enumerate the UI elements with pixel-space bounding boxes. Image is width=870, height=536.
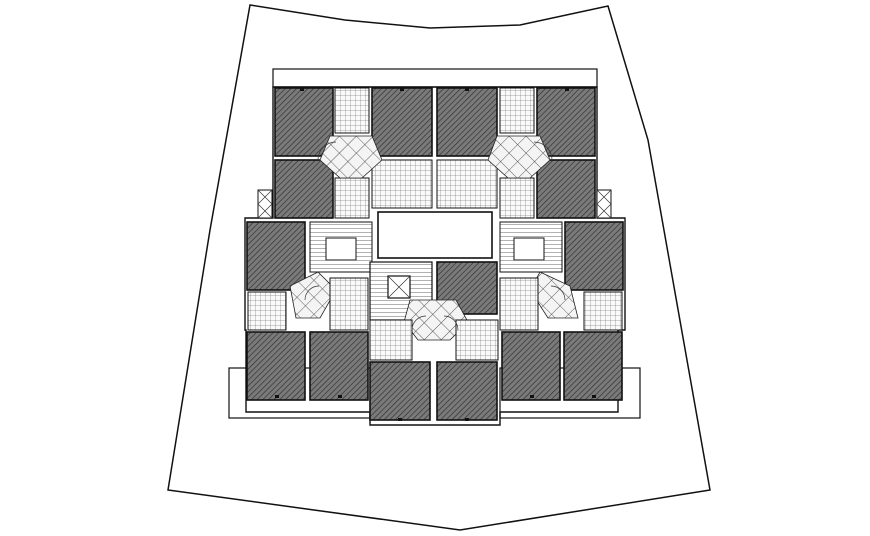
central-courtyard bbox=[377, 211, 493, 259]
room-living-ul bbox=[274, 159, 334, 219]
bathroom-ur bbox=[499, 87, 535, 134]
room-bedroom-tr-1 bbox=[536, 87, 596, 157]
room-lower-1 bbox=[246, 331, 306, 401]
bathroom-ul bbox=[334, 87, 370, 134]
room-bedroom-tl-2 bbox=[371, 87, 433, 157]
top-terrace bbox=[272, 68, 598, 88]
site-boundary bbox=[167, 4, 711, 531]
room-lower-6 bbox=[563, 331, 623, 401]
room-bedroom-tl-1 bbox=[274, 87, 334, 157]
room-living-ur bbox=[536, 159, 596, 219]
utility-uc-right bbox=[436, 159, 498, 209]
building-outline bbox=[244, 86, 626, 426]
utility-uc-left bbox=[371, 159, 433, 209]
room-mid-right bbox=[564, 221, 624, 291]
bathroom-mr bbox=[583, 291, 623, 331]
lobby-ur bbox=[487, 135, 551, 179]
shaft-right bbox=[596, 189, 612, 219]
room-lower-4 bbox=[436, 361, 498, 421]
shaft-left bbox=[257, 189, 273, 219]
kitchen-ml bbox=[329, 277, 369, 331]
wc-cr bbox=[455, 319, 499, 361]
lobby-ml bbox=[289, 271, 337, 319]
column-markers bbox=[275, 88, 596, 421]
kitchen-ur bbox=[499, 177, 535, 219]
door-swings bbox=[304, 141, 566, 331]
room-lower-3 bbox=[369, 361, 431, 421]
room-mid-left bbox=[246, 221, 306, 291]
room-lower-5 bbox=[501, 331, 561, 401]
wc-cl bbox=[369, 319, 413, 361]
bathroom-ml bbox=[247, 291, 287, 331]
kitchen-mr bbox=[499, 277, 539, 331]
room-lower-2 bbox=[309, 331, 369, 401]
room-bedroom-tr-2 bbox=[436, 87, 498, 157]
lobby-ul bbox=[319, 135, 383, 179]
kitchen-ul bbox=[334, 177, 370, 219]
